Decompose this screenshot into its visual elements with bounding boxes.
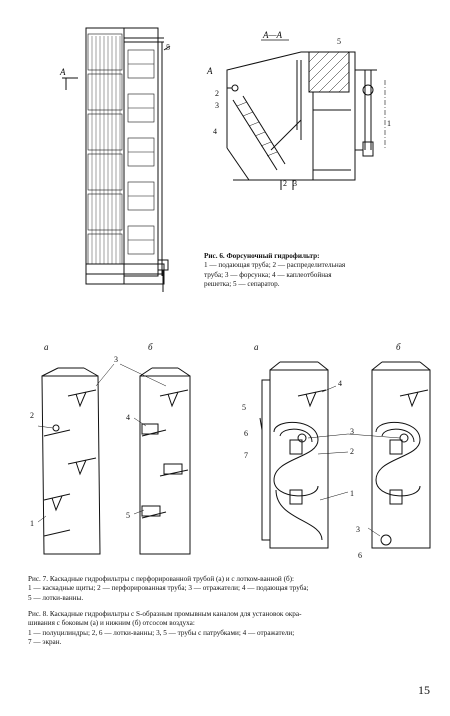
fig6-caption-line-3: решетка; 5 — сепаратор.	[204, 280, 280, 289]
fig6-caption: Рис. 6. Форсуночный гидрофильтр: 1 — под…	[204, 252, 404, 290]
fig6-callout-2b: 2	[283, 179, 287, 188]
fig6-callout-5: 5	[337, 37, 341, 46]
fig8-caption-line-3: 1 — полуцилиндры; 2, 6 — лотки-ванны; 3,…	[28, 628, 295, 637]
fig7-caption: Рис. 7. Каскадные гидрофильтры с перфори…	[28, 575, 428, 603]
fig7-callout-3: 3	[114, 355, 118, 364]
fig8-callout-7: 7	[244, 451, 248, 460]
fig8-panel-a: а	[254, 342, 259, 352]
fig8-panel-b: б	[396, 342, 401, 352]
fig6-front-view: А 5	[58, 20, 178, 305]
fig7-caption-line-3: 5 — лотки-ванны.	[28, 593, 84, 602]
fig7-panel-b: б	[148, 342, 153, 352]
fig8-caption: Рис. 8. Каскадные гидрофильтры с S-образ…	[28, 610, 428, 648]
fig6-section-marker-a: А	[206, 66, 213, 76]
fig6-caption-line-1: 1 — подающая труба; 2 — распределительна…	[204, 261, 346, 270]
fig6-callout-3: 3	[215, 101, 219, 110]
fig6-callout-2: 2	[215, 89, 219, 98]
fig8-caption-title: Рис. 8. Каскадные гидрофильтры с S-образ…	[28, 610, 302, 618]
fig6-callout-4: 4	[213, 127, 217, 136]
fig7-callout-4: 4	[126, 413, 130, 422]
fig7-panel-a: а	[44, 342, 49, 352]
fig6-section-title: А—А	[262, 30, 283, 40]
fig8-callout-6b: 6	[358, 551, 362, 560]
fig8-caption-line-4: 7 — экран.	[28, 638, 62, 647]
fig8-callout-5: 5	[242, 403, 246, 412]
fig7-caption-line-2: 1 — каскадные щиты; 2 — перфорированная …	[28, 584, 309, 593]
fig6-callout-5-front: 5	[166, 43, 170, 52]
fig8-diagram: а б	[240, 340, 440, 565]
fig6-caption-line-2: труба; 3 — форсунка; 4 — каплеотбойная	[204, 270, 332, 279]
fig6-section-marker-a: А	[59, 67, 66, 77]
fig7-callout-1: 1	[30, 519, 34, 528]
fig6-caption-title: Рис. 6. Форсуночный гидрофильтр:	[204, 252, 320, 260]
fig6-callout-1: 1	[387, 119, 391, 128]
fig8-callout-4: 4	[338, 379, 342, 388]
fig7-caption-title: Рис. 7. Каскадные гидрофильтры с перфори…	[28, 575, 295, 583]
fig6-callout-3b: 3	[293, 179, 297, 188]
fig8-callout-3b: 3	[356, 525, 360, 534]
page-number: 15	[418, 683, 430, 697]
fig8-callout-1: 1	[350, 489, 354, 498]
fig8-caption-line-2: шивания с боковым (а) и нижним (б) отсос…	[28, 619, 195, 628]
fig8-callout-3: 3	[350, 427, 354, 436]
fig8-callout-2: 2	[350, 447, 354, 456]
fig7-callout-5: 5	[126, 511, 130, 520]
fig7-callout-2: 2	[30, 411, 34, 420]
fig8-callout-6: 6	[244, 429, 248, 438]
fig6-section-view: А—А	[205, 30, 405, 200]
fig7-diagram: а б 3	[28, 340, 218, 565]
